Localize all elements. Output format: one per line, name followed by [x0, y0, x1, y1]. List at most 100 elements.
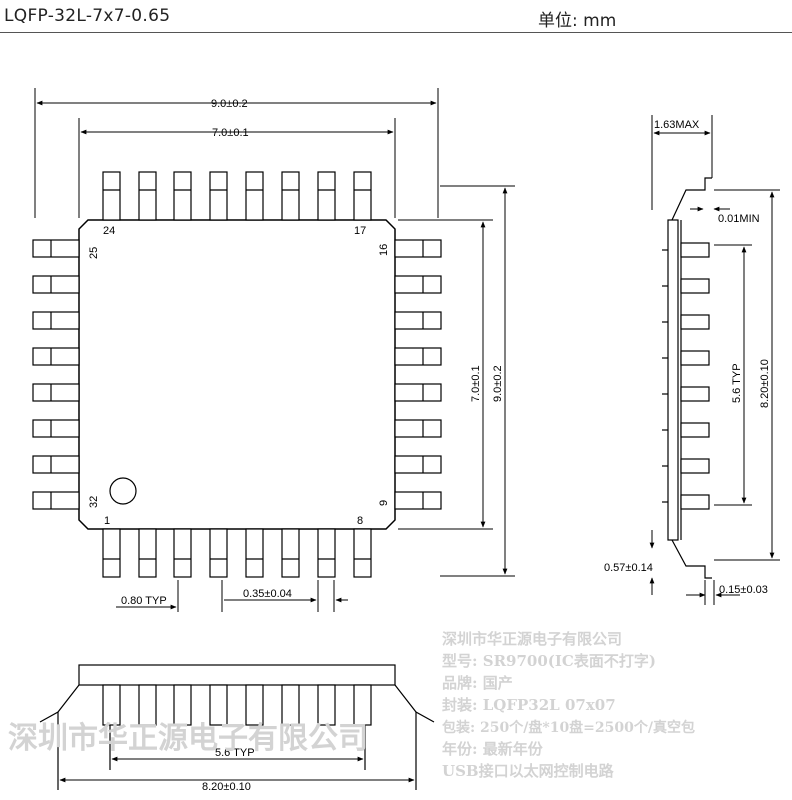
front-lead-left	[39, 684, 80, 723]
unit-label: 单位: mm	[538, 11, 617, 31]
top-lead	[102, 171, 121, 221]
side-body	[667, 219, 679, 541]
watermark-company: 深圳市华正源电子有限公司	[442, 630, 622, 648]
bottom-lead	[173, 528, 192, 578]
side-lead	[680, 494, 710, 510]
pin-8-label: 8	[357, 515, 363, 527]
side-lead	[680, 458, 710, 474]
side-lead	[680, 278, 710, 294]
top-dim-labels: 9.0±0.2 7.0±0.1 7.0±0.1 9.0±0.2 0.80 TYP…	[121, 98, 504, 607]
top-lead	[173, 171, 192, 221]
front-lead	[102, 684, 121, 726]
side-lead-upper	[671, 177, 712, 221]
watermark: 深圳市华正源电子有限公司 深圳市华正源电子有限公司 型号: SR9700(IC表…	[8, 630, 695, 780]
right-lead	[394, 311, 442, 330]
pin-24-label: 24	[103, 225, 115, 237]
right-lead	[394, 239, 442, 258]
watermark-desc: USB接口以太网控制电路	[442, 762, 615, 780]
bottom-lead	[281, 528, 300, 578]
bottom-view	[39, 664, 435, 790]
right-lead	[394, 455, 442, 474]
dim-height: 1.63MAX	[654, 119, 700, 131]
right-lead	[394, 419, 442, 438]
watermark-brand: 品牌: 国产	[442, 674, 513, 692]
right-lead	[394, 347, 442, 366]
top-lead	[138, 171, 157, 221]
watermark-package: 封装: LQFP32L 07x07	[442, 696, 616, 714]
dim-body-outer: 9.0±0.2	[211, 98, 248, 110]
pin-9-label: 9	[378, 500, 390, 506]
front-lead	[209, 684, 228, 726]
side-dim-labels: 1.63MAX 0.01MIN 5.6 TYP 8.20±0.10 0.57±0…	[604, 119, 771, 596]
dim-body-inner: 7.0±0.1	[212, 127, 249, 139]
top-view	[78, 219, 396, 530]
dim-thickness: 0.15±0.03	[719, 584, 768, 596]
left-lead	[32, 239, 80, 258]
side-lead	[680, 242, 710, 258]
bottom-leads	[102, 528, 372, 578]
dim-foot: 0.57±0.14	[604, 562, 653, 574]
dim-vert-outer: 9.0±0.2	[492, 365, 504, 402]
pin-16-label: 16	[378, 244, 390, 256]
front-lead	[245, 684, 264, 726]
top-leads	[102, 171, 372, 221]
watermark-big: 深圳市华正源电子有限公司	[8, 721, 368, 756]
dim-pitch: 0.80 TYP	[121, 595, 167, 607]
front-dims	[59, 756, 415, 783]
package-title: LQFP-32L-7x7-0.65	[4, 6, 171, 26]
bottom-lead	[209, 528, 228, 578]
header: LQFP-32L-7x7-0.65 单位: mm	[0, 0, 792, 34]
left-lead	[32, 275, 80, 294]
front-leads	[102, 684, 372, 726]
pin-1-label: 1	[104, 515, 110, 527]
pin-25-label: 25	[88, 247, 100, 259]
left-lead	[32, 419, 80, 438]
bottom-lead	[353, 528, 372, 578]
bottom-lead	[317, 528, 336, 578]
dim-side-span: 5.6 TYP	[731, 363, 743, 403]
header-rule	[0, 32, 792, 33]
front-lead-right	[394, 684, 435, 723]
dim-standoff: 0.01MIN	[718, 213, 760, 225]
left-lead	[32, 455, 80, 474]
watermark-year: 年份: 最新年份	[442, 740, 544, 758]
top-dims	[34, 88, 515, 612]
side-lead	[680, 386, 710, 402]
dim-vert-inner: 7.0±0.1	[470, 365, 482, 402]
side-dims	[649, 115, 780, 605]
front-lead	[353, 684, 372, 726]
left-lead	[32, 383, 80, 402]
side-lead	[680, 314, 710, 330]
front-body	[78, 664, 396, 686]
watermark-model: 型号: SR9700(IC表面不打字)	[442, 652, 656, 670]
bottom-lead	[138, 528, 157, 578]
dim-lead-width: 0.35±0.04	[243, 588, 292, 600]
left-lead	[32, 347, 80, 366]
dim-front-total: 8.20±0.10	[202, 781, 251, 793]
pin1-dot	[109, 477, 137, 505]
dim-side-total: 8.20±0.10	[759, 359, 771, 408]
top-lead	[353, 171, 372, 221]
right-leads	[394, 239, 442, 510]
top-lead	[245, 171, 264, 221]
front-lead	[138, 684, 157, 726]
pin-17-label: 17	[354, 225, 366, 237]
bottom-lead	[245, 528, 264, 578]
left-lead	[32, 311, 80, 330]
ic-body-outline	[78, 219, 396, 530]
left-lead	[32, 491, 80, 510]
right-lead	[394, 275, 442, 294]
pin-32-label: 32	[88, 496, 100, 508]
side-lead	[680, 422, 710, 438]
right-lead	[394, 491, 442, 510]
side-leads	[662, 242, 710, 510]
front-lead	[317, 684, 336, 726]
side-lead-lower	[671, 539, 712, 579]
side-lead	[680, 350, 710, 366]
right-lead	[394, 383, 442, 402]
side-view	[667, 177, 712, 579]
dim-front-span: 5.6 TYP	[215, 747, 255, 759]
top-lead	[281, 171, 300, 221]
bottom-lead	[102, 528, 121, 578]
